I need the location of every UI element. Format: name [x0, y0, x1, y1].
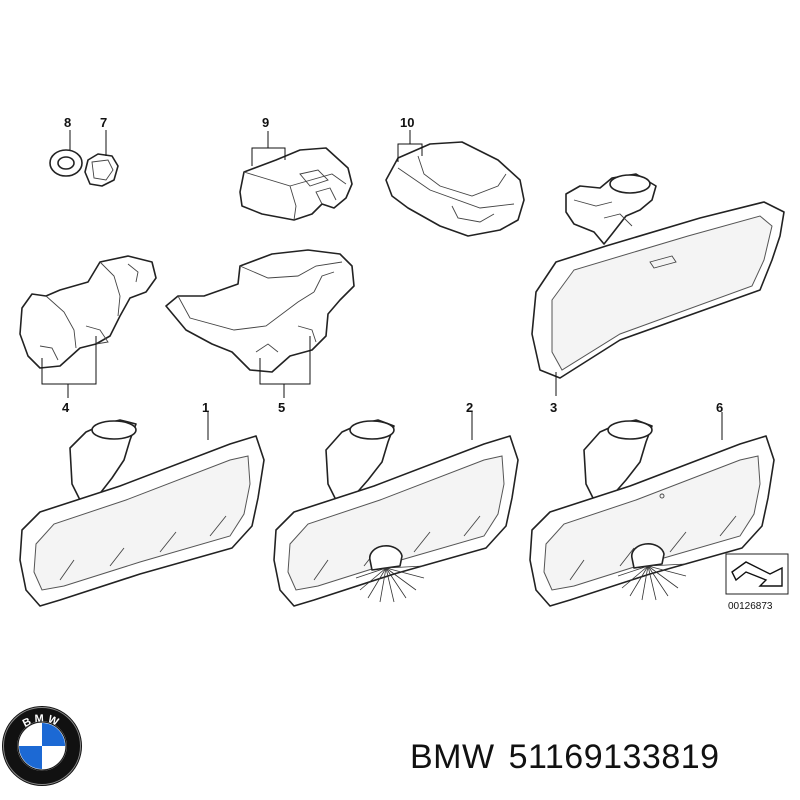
part-9-cover: 9 — [239, 115, 353, 221]
callout-10: 10 — [400, 115, 414, 130]
part-6-mirror: 6 — [529, 400, 775, 607]
brand-name: BMW — [410, 738, 495, 776]
bmw-logo: BMW — [2, 706, 82, 786]
part-1-mirror: 1 — [19, 400, 265, 607]
part-caption: BMW 51169133819 — [410, 738, 734, 777]
callout-4: 4 — [62, 400, 70, 415]
reference-box: 00126873 — [725, 553, 789, 612]
callout-8: 8 — [64, 115, 71, 130]
callout-2: 2 — [466, 400, 473, 415]
part-5-cover: 5 — [165, 249, 355, 415]
part-4-cover: 4 — [19, 255, 157, 415]
reference-number: 00126873 — [728, 601, 773, 612]
part-2-sensor-rays — [355, 565, 425, 603]
part-2-mirror: 2 — [273, 400, 519, 607]
callout-6: 6 — [716, 400, 723, 415]
callout-7: 7 — [100, 115, 107, 130]
part-7-nut: 7 — [84, 115, 119, 187]
callout-9: 9 — [262, 115, 269, 130]
reference-arrow-icon — [731, 561, 783, 587]
callout-5: 5 — [278, 400, 285, 415]
part-10-cover: 10 — [385, 115, 525, 237]
part-3-mirror: 3 — [531, 173, 785, 415]
callout-1: 1 — [202, 400, 209, 415]
callout-3: 3 — [550, 400, 557, 415]
part-8-washer: 8 — [49, 115, 83, 177]
part-number: 51169133819 — [508, 738, 720, 776]
part-6-sensor-rays — [617, 563, 687, 601]
